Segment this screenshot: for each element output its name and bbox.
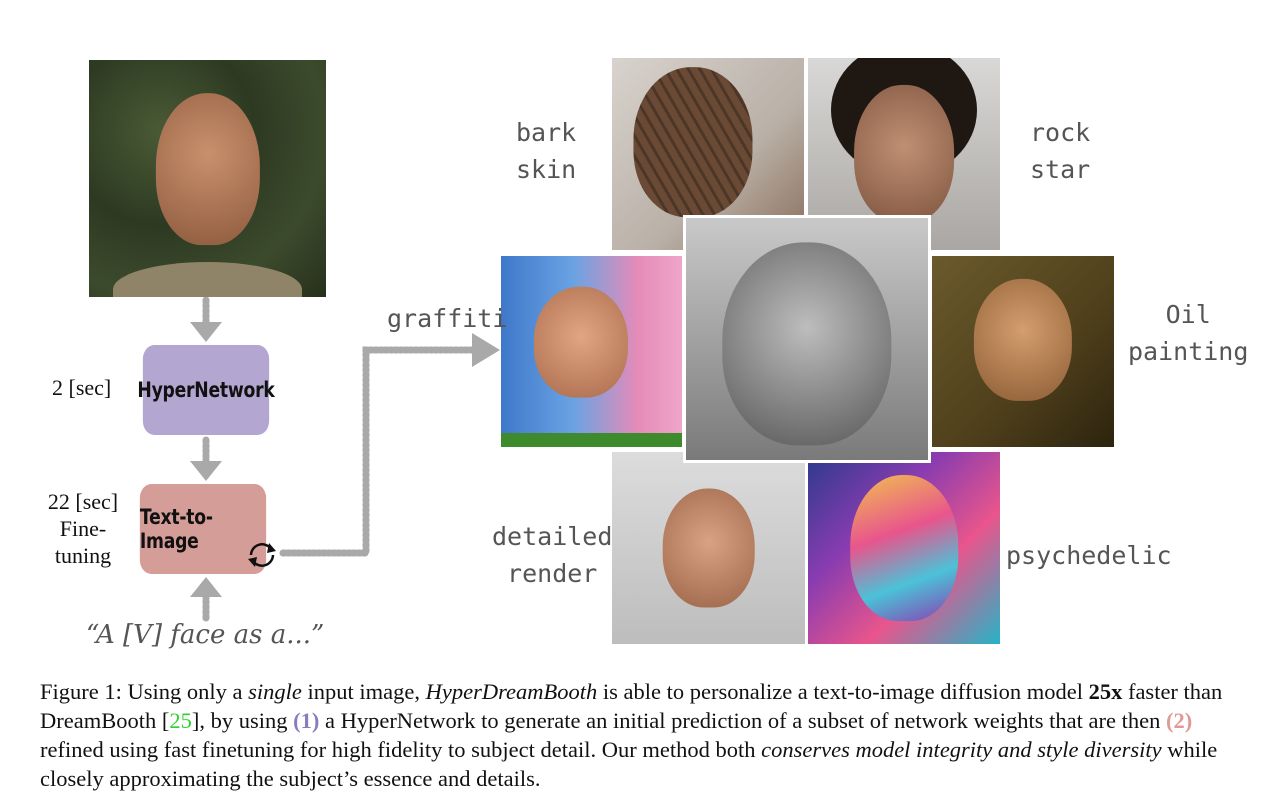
caption-part7: while closely approximating the subject’… xyxy=(40,737,1218,791)
style-label-detailed-render: detailed render xyxy=(492,518,612,592)
style-label-rock-star: rock star xyxy=(1030,114,1090,188)
style-label-bark-skin: bark skin xyxy=(516,114,576,188)
input-face-photo xyxy=(89,60,326,297)
hypernetwork-label: HyperNetwork xyxy=(137,378,275,402)
caption-fig-label: Figure 1: Using only a xyxy=(40,679,249,704)
prompt-text: “A [V] face as a...” xyxy=(86,620,325,650)
caption-part6: refined using fast finetuning for high f… xyxy=(40,737,762,762)
caption-part3: faster than DreamBooth [ xyxy=(40,679,1223,733)
bark-line1: bark xyxy=(516,118,577,147)
caption-step2: (2) xyxy=(1165,708,1193,733)
finetune-label-1: Fine- xyxy=(59,516,107,541)
citation-link[interactable]: 25 xyxy=(169,708,192,733)
caption-speed: 25x xyxy=(1088,679,1123,704)
caption-single: single xyxy=(248,679,302,704)
finetune-time: 22 [sec] Fine- tuning xyxy=(44,488,122,569)
finetune-time-value: 22 [sec] xyxy=(47,489,119,514)
caption-part4: ], by using xyxy=(191,708,294,733)
text-to-image-box: Text-to-Image xyxy=(139,484,267,574)
style-label-oil-painting: Oil painting xyxy=(1128,296,1248,370)
caption-step1: (1) xyxy=(293,708,320,733)
oil-line2: painting xyxy=(1128,337,1249,366)
rock-line1: rock xyxy=(1030,118,1091,147)
style-label-graffiti: graffiti xyxy=(387,304,508,333)
style-label-psychedelic: psychedelic xyxy=(1006,541,1172,570)
caption-part2: is able to personalize a text-to-image d… xyxy=(597,679,1089,704)
arrow-t2i-to-outputs xyxy=(279,346,482,557)
output-detailed-render-image xyxy=(612,452,805,644)
finetune-label-2: tuning xyxy=(54,543,112,568)
hypernetwork-box: HyperNetwork xyxy=(137,345,275,435)
detailed-line2: render xyxy=(507,559,598,588)
rock-line2: star xyxy=(1030,155,1091,184)
caption-part5: a HyperNetwork to generate an initial pr… xyxy=(319,708,1166,733)
caption-method: HyperDreamBooth xyxy=(425,679,598,704)
cycle-arrows-icon xyxy=(248,543,276,567)
output-center-bw-image xyxy=(683,215,931,463)
detailed-line1: detailed xyxy=(492,522,613,551)
text-to-image-label: Text-to-Image xyxy=(139,505,213,553)
oil-line1: Oil xyxy=(1165,300,1211,329)
caption-conserves: conserves model integrity and style dive… xyxy=(761,737,1162,762)
hypernetwork-time: 2 [sec] xyxy=(52,375,112,400)
output-psychedelic-image xyxy=(808,452,1000,644)
figure-caption: Figure 1: Using only a single input imag… xyxy=(40,677,1240,793)
caption-part1: input image, xyxy=(301,679,426,704)
output-graffiti-image xyxy=(501,256,682,447)
output-oil-painting-image xyxy=(932,256,1114,447)
bark-line2: skin xyxy=(516,155,577,184)
